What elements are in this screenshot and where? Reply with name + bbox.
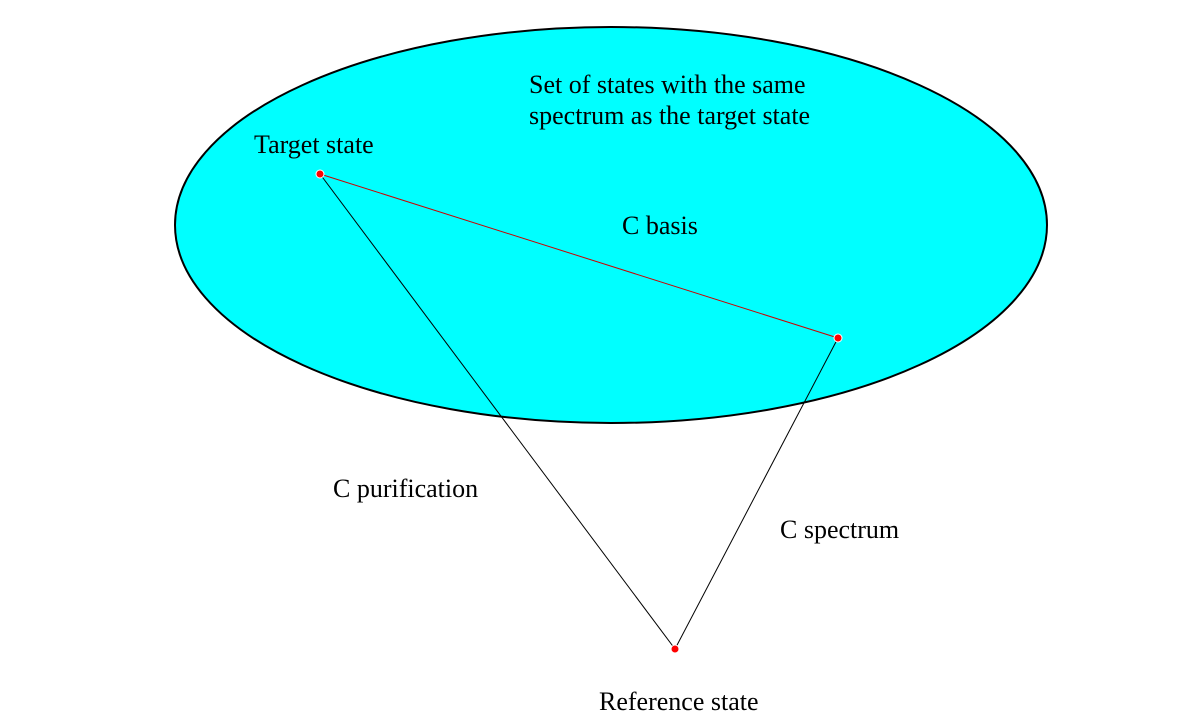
reference-state-point xyxy=(670,644,680,654)
basis-edge xyxy=(319,173,839,339)
purification-edge xyxy=(319,173,676,650)
region-label-line1: Set of states with the same xyxy=(529,70,806,99)
spectrum-edge xyxy=(674,337,839,650)
reference-state-label: Reference state xyxy=(599,687,759,716)
target-state-point xyxy=(315,169,325,179)
same-spectrum-region xyxy=(174,26,1048,424)
intermediate-state-point xyxy=(833,333,843,343)
target-state-label: Target state xyxy=(254,130,374,159)
purification-label: C purification xyxy=(333,474,478,503)
region-label-line2: spectrum as the target state xyxy=(529,101,810,130)
spectrum-label: C spectrum xyxy=(780,515,899,544)
basis-label: C basis xyxy=(622,211,698,240)
